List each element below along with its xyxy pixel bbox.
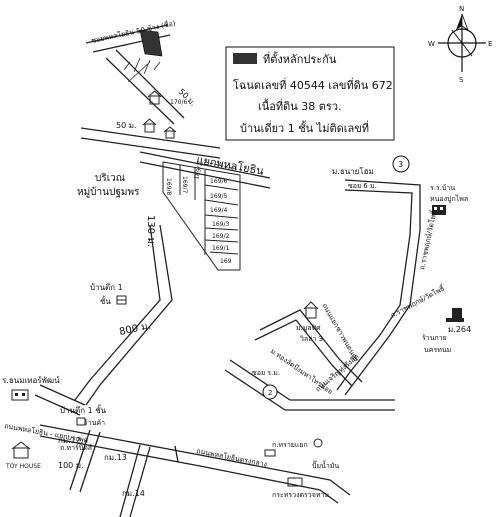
road-label-right: ถ.ราชพฤกษ์/วัดโพธิ์ xyxy=(388,282,447,320)
lot-label: 169/3 xyxy=(212,221,229,228)
compass-w: W xyxy=(428,40,435,48)
house-icon xyxy=(116,295,127,305)
lot-label: 169/8 xyxy=(165,178,172,195)
lot-label: 169/7 xyxy=(181,176,188,193)
route-2-marker xyxy=(262,384,278,400)
area-line: เนื้อที่ดิน 38 ตรว. xyxy=(258,98,342,113)
house-icon xyxy=(147,90,162,105)
bridge-icon xyxy=(174,445,179,463)
landmark-icon xyxy=(313,438,323,448)
road-bottom-label: ถนนพหลโยธินตรงกลาง xyxy=(196,446,268,469)
mall-icon xyxy=(11,389,29,401)
toy-house-label: TOY HOUSE xyxy=(5,463,41,470)
compass-e: E xyxy=(488,40,492,48)
deed-line: โฉนดเลขที่ 40544 เลขที่ดิน 672 xyxy=(233,77,393,92)
school-c-label: กระทรวงตรวจทาน xyxy=(272,491,329,499)
house-1-label-a: บ้านตึก 1 xyxy=(90,283,123,292)
lot-block xyxy=(162,161,241,271)
gas-station-icon xyxy=(446,308,464,322)
temple-label: ม.บูลทิศ xyxy=(296,324,321,332)
lot-label: 169/1 xyxy=(212,245,229,252)
lot-label: 169/4 xyxy=(210,207,227,214)
lot-label: 169/7 xyxy=(193,162,204,181)
info-box xyxy=(225,46,395,141)
toy-house-icon xyxy=(11,441,31,459)
middle-roads xyxy=(224,309,395,411)
school-icon xyxy=(432,205,446,215)
soi-southwest xyxy=(34,224,173,416)
river-label: ก.ทรายแยก xyxy=(272,441,308,449)
legend-swatch xyxy=(233,53,257,64)
compass-n: N xyxy=(459,5,464,13)
school-label-a: ร.ร.บ้าน xyxy=(430,184,455,192)
shop-c-label: ร้านค้า xyxy=(84,419,105,427)
village-road xyxy=(336,179,421,396)
distance-50m-mid: 50 ม. xyxy=(116,121,137,130)
collateral-location-marker xyxy=(139,29,163,57)
school-label-b: หนองปูกไพล xyxy=(430,194,468,203)
km-14-label: กม.14 xyxy=(122,489,145,498)
legend-label: ที่ตั้งหลักประกัน xyxy=(263,51,337,66)
building-line: บ้านเดี่ยว 1 ชั้น ไม่ติดเลขที่ xyxy=(240,120,369,135)
compass-s: S xyxy=(459,76,464,84)
shop-label-a: ร้านกาย xyxy=(422,334,447,342)
bottom-main-road xyxy=(39,424,351,517)
area-name-1: บริเวณ xyxy=(95,173,125,184)
lot-1706-label: 170/6 xyxy=(170,99,187,106)
route-2-label: 2 xyxy=(268,389,272,397)
house-2-label: บ้านตึก 1 ชั้น xyxy=(60,404,107,415)
temple-label-b: วิลล่า 3 xyxy=(300,335,323,343)
mall-label: ร.ธนมเทอร์พัฒน์ xyxy=(2,375,60,385)
tollway-label: ถ.ทาร์ปิดส์ xyxy=(60,444,93,452)
lot-label: 169/5 xyxy=(210,193,227,200)
soi-left-label: ซอย ร.ม. xyxy=(252,369,280,377)
route-3-label: 3 xyxy=(398,160,403,169)
lot-label: 169/2 xyxy=(212,233,229,240)
km-13-label: กม.13 xyxy=(104,453,127,462)
route-3-marker xyxy=(392,155,410,173)
km-264-label: ม.264 xyxy=(448,325,471,334)
temple-icon xyxy=(303,301,319,319)
distance-100m: 100 ม. xyxy=(58,461,84,470)
school-c-icon xyxy=(287,477,303,487)
soi-6-label: ซอย 6 ม. xyxy=(348,182,377,190)
house-icon xyxy=(163,126,177,139)
compass-rose xyxy=(438,13,486,72)
house-icon xyxy=(142,118,157,133)
gas-label: ปั๊มน้ำมัน xyxy=(312,459,339,470)
area-name-2: หมู่บ้านปฐมพร xyxy=(77,186,140,198)
shop-label-b: นครทนม xyxy=(424,346,451,354)
km-12-label: กม.12 xyxy=(58,436,81,445)
top-road-label: ซอยพหลโยธิน 50 ข้าง (ชื่อ) xyxy=(91,18,177,45)
distance-800m: 800 ม. xyxy=(118,321,152,338)
village-road-label: ม.ธนายโฮม xyxy=(332,166,374,176)
shop-icon xyxy=(76,417,86,426)
house-1-label-b: ชั้น xyxy=(100,295,111,306)
road-low-label: ถนนเจริญทุ่งรังสิต xyxy=(314,352,361,393)
lot-label: 169 xyxy=(220,258,232,265)
north-roads xyxy=(80,24,221,159)
lot-label: 169/6 xyxy=(210,178,227,185)
road-main-label: แยกพหลโยธิน xyxy=(195,152,265,178)
river-icon xyxy=(264,449,276,457)
